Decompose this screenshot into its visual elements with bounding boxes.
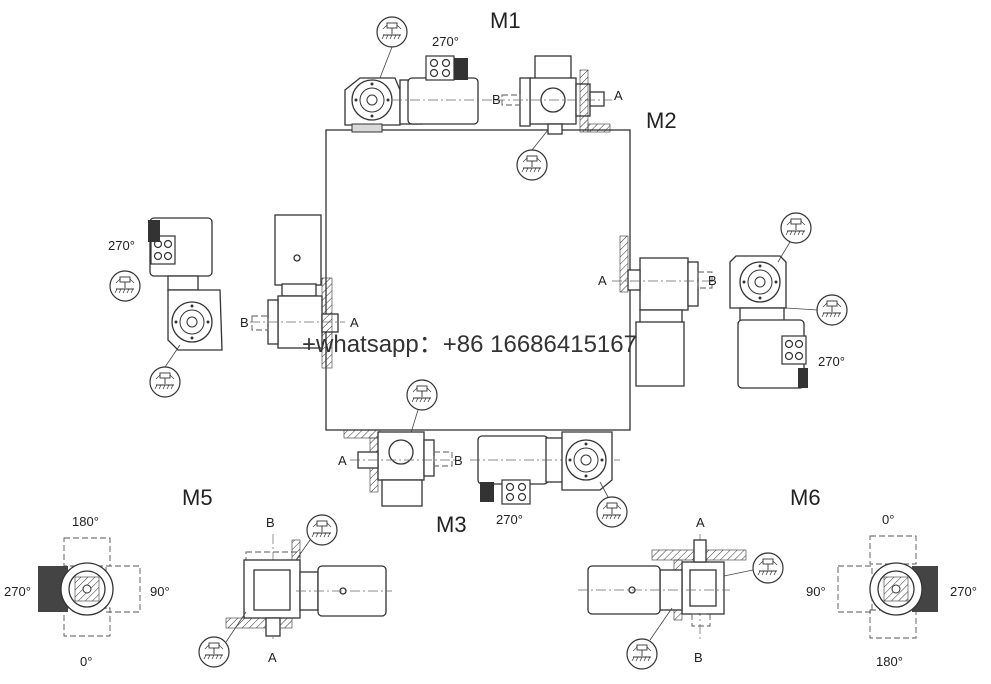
motor-icon [274, 214, 322, 297]
vent-plug-icon [198, 636, 230, 668]
vent-plug-icon [149, 366, 181, 398]
motor-icon [578, 565, 730, 615]
shaft-b-label: B [492, 92, 501, 107]
shaft-b-label: B [708, 273, 717, 288]
motor-icon [148, 217, 213, 291]
angle-label-270: 270° [496, 512, 523, 527]
gearbox-icon [250, 277, 345, 369]
m5-group: M5 180° 270° 90° 0° B A [4, 485, 392, 669]
angle-label-270: 270° [108, 238, 135, 253]
gearbox-icon [243, 559, 319, 637]
m3-group: A B 270° M3 [338, 379, 628, 537]
gearbox-icon [38, 562, 114, 616]
shaft-b-label: B [694, 650, 703, 665]
angle-label-180: 180° [72, 514, 99, 529]
motor-icon [737, 307, 808, 389]
angle-label-270: 270° [818, 354, 845, 369]
gearbox-icon [612, 235, 716, 325]
m1-group: 270° M1 B A M2 [344, 8, 677, 181]
right-group: A B 270° [598, 212, 848, 389]
vent-plug-icon [306, 514, 338, 546]
vent-plug-icon [596, 496, 628, 528]
vent-plug-icon [516, 149, 548, 181]
vent-plug-icon [816, 294, 848, 326]
gearbox-icon [495, 55, 612, 135]
label-m6: M6 [790, 485, 821, 510]
angle-label-270: 270° [4, 584, 31, 599]
angle-label-180: 180° [876, 654, 903, 669]
shaft-a-label: A [614, 88, 623, 103]
shaft-a-label: A [696, 515, 705, 530]
angle-label-90: 90° [806, 584, 826, 599]
angle-label-90: 90° [150, 584, 170, 599]
label-m2: M2 [646, 108, 677, 133]
gearbox-icon [869, 562, 938, 616]
angle-label-0: 0° [882, 512, 894, 527]
angle-label-270: 270° [950, 584, 977, 599]
left-group: 270° B A [108, 214, 359, 398]
vent-plug-icon [109, 270, 141, 302]
angle-label-270: 270° [432, 34, 459, 49]
shaft-a-label: A [350, 315, 359, 330]
motor-icon [470, 435, 620, 505]
shaft-b-label: B [454, 453, 463, 468]
vent-plug-icon [780, 212, 812, 244]
shaft-b-label: B [240, 315, 249, 330]
m6-group: M6 A B 0° 90° 270° 180° [578, 485, 977, 670]
shaft-b-label: B [266, 515, 275, 530]
motor-icon [392, 55, 500, 125]
vent-plug-icon [376, 16, 408, 48]
vent-plug-icon [406, 379, 438, 411]
gearbox-icon [729, 255, 787, 309]
watermark-text: +whatsapp：+86 16686415167 [302, 331, 637, 358]
mounting-plate [325, 129, 631, 431]
angle-label-0: 0° [80, 654, 92, 669]
vent-plug-icon [752, 552, 784, 584]
motor-icon [296, 565, 392, 617]
motor-icon [635, 321, 685, 387]
label-m5: M5 [182, 485, 213, 510]
gearbox-icon [344, 77, 401, 133]
shaft-a-label: A [268, 650, 277, 665]
label-m3: M3 [436, 512, 467, 537]
vent-plug-icon [626, 638, 658, 670]
label-m1: M1 [490, 8, 521, 33]
gearbox-icon [561, 431, 613, 491]
gearbox-icon [350, 431, 460, 507]
gearbox-icon [167, 289, 223, 351]
shaft-a-label: A [598, 273, 607, 288]
shaft-a-label: A [338, 453, 347, 468]
